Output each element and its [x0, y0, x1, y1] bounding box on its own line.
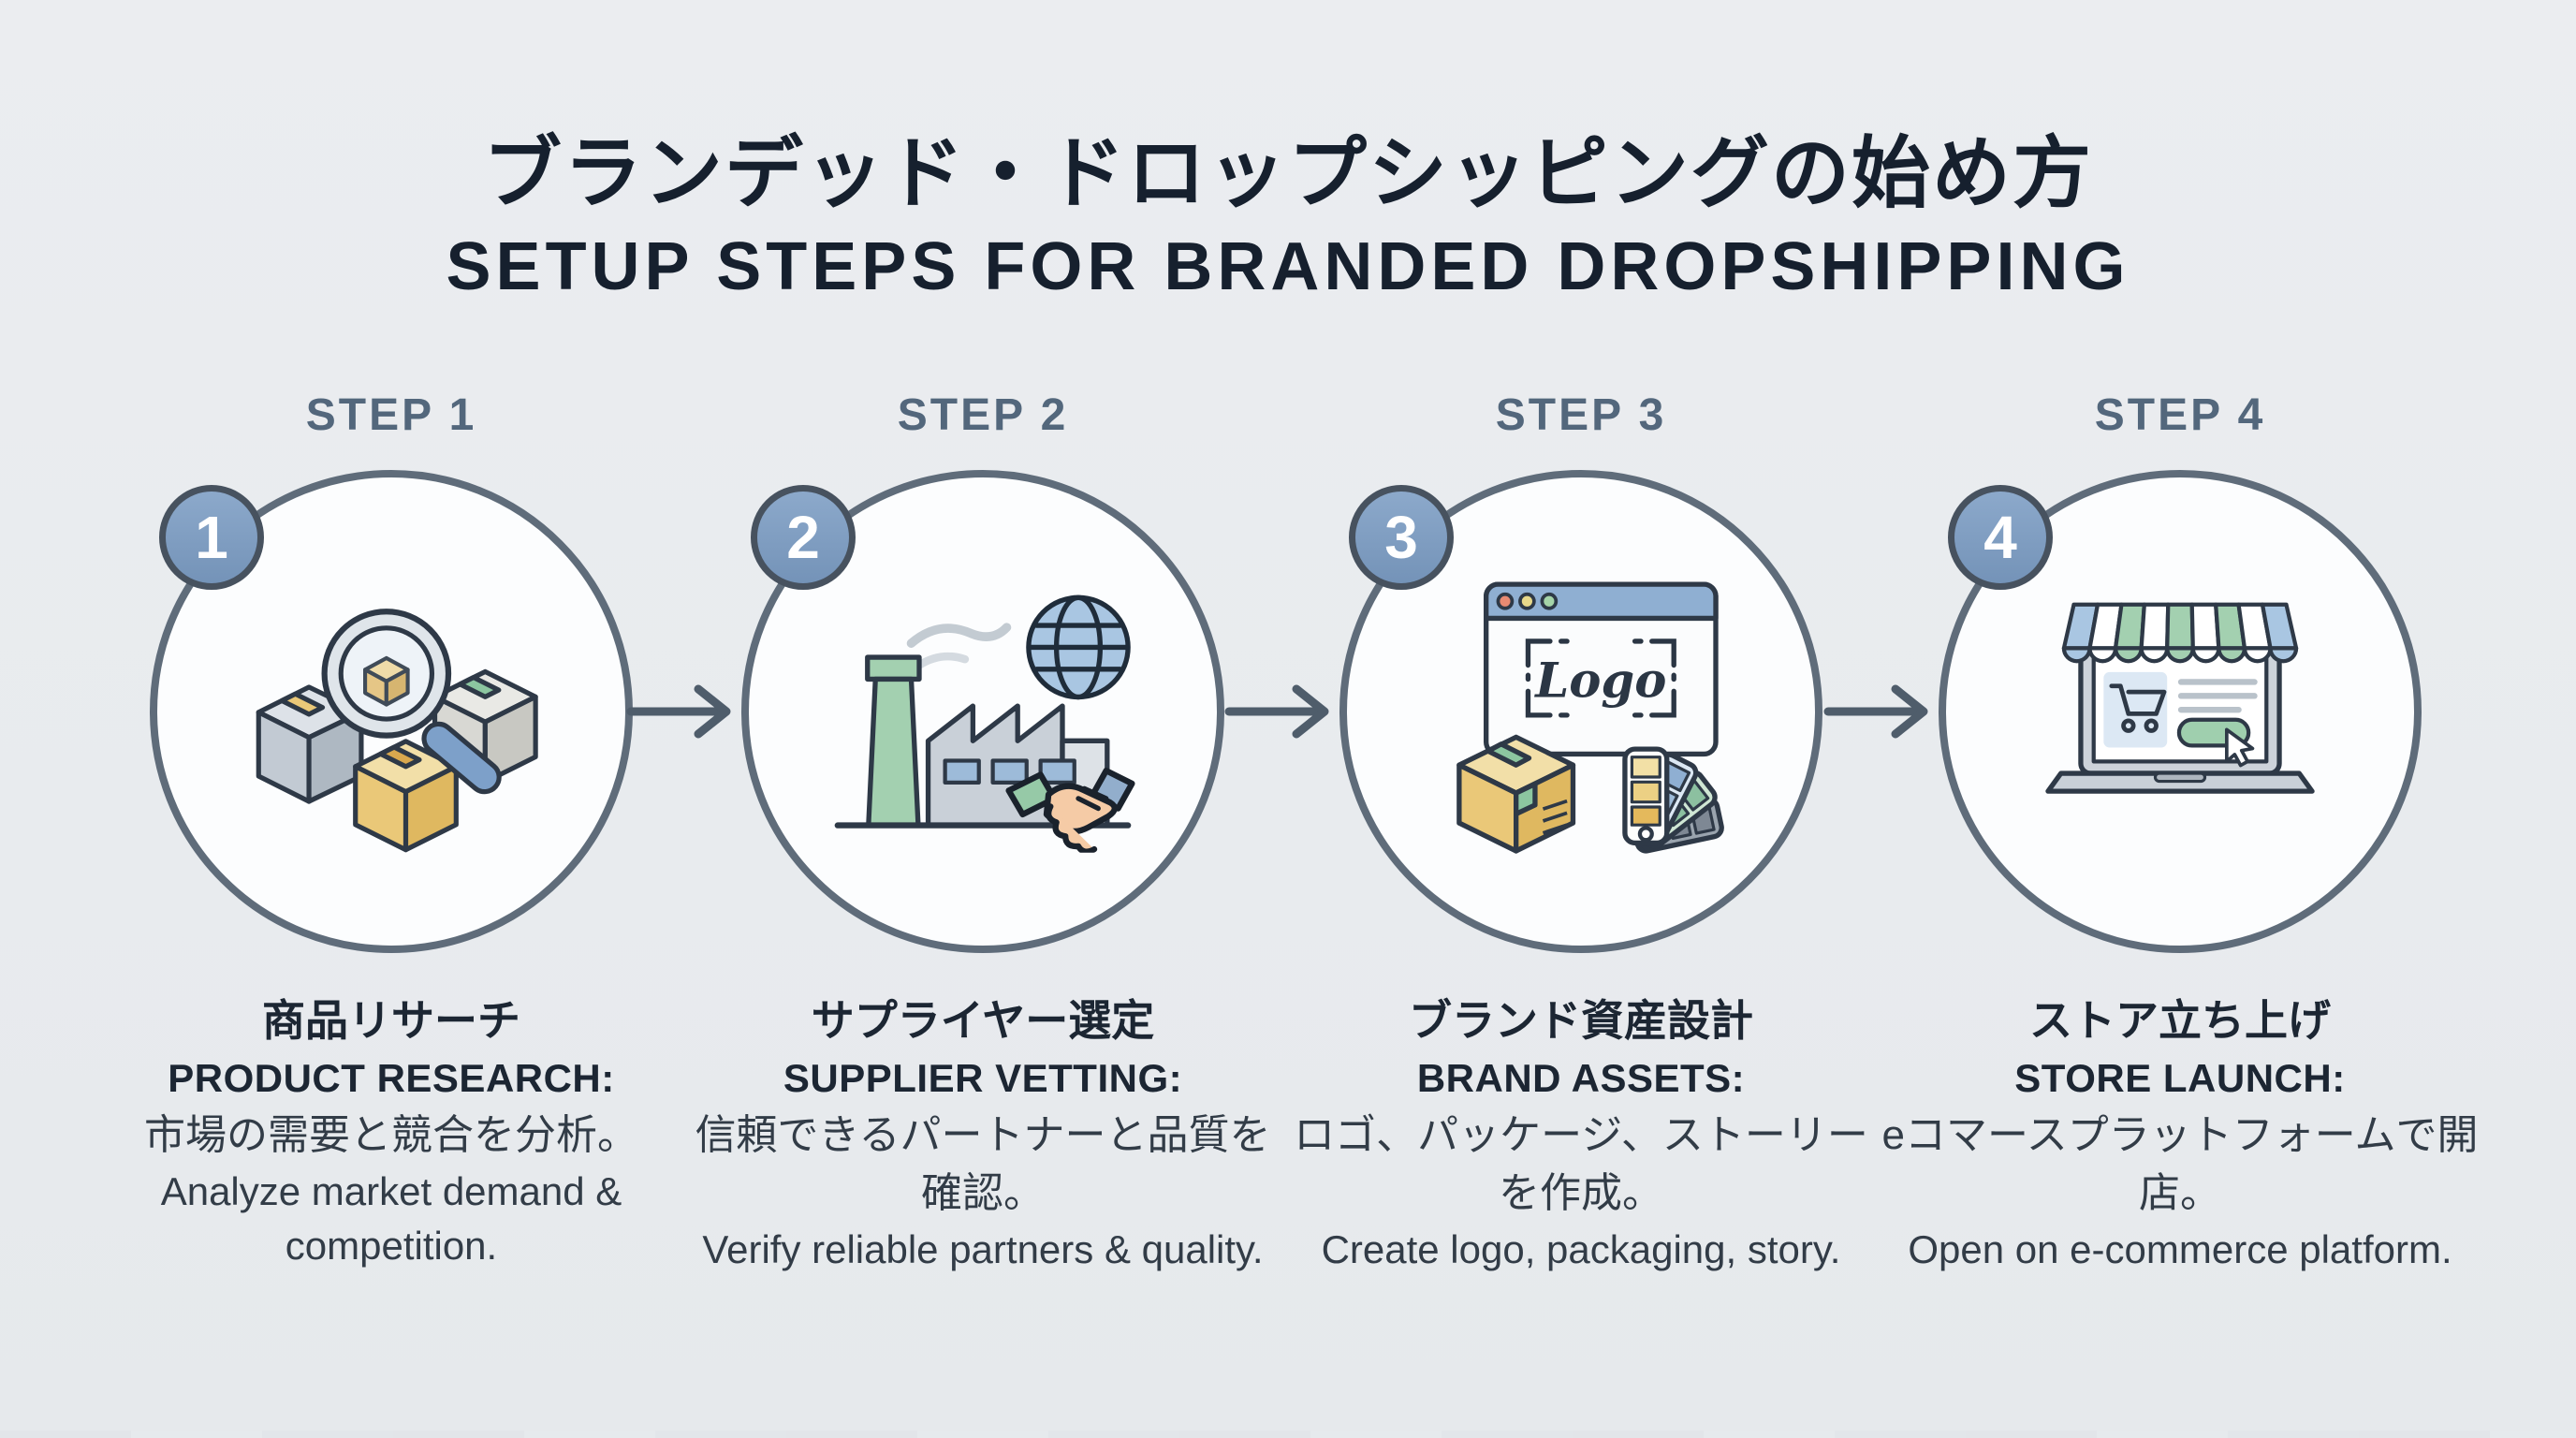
step-2-heading-en: SUPPLIER VETTING:: [783, 1056, 1183, 1100]
step-1-heading-jp: 商品リサーチ: [262, 996, 520, 1045]
step-2-label: STEP 2: [897, 390, 1069, 440]
browser-logo-box-swatches-icon: Logo: [1456, 581, 1724, 854]
step-3-circle: 3 Logo: [1339, 470, 1822, 953]
step-2-column: STEP 2 2: [695, 382, 1270, 1277]
step-4-body-jp: eコマースプラットフォームで開店。: [1881, 1112, 2479, 1216]
step-1-number-badge: 1: [159, 485, 264, 590]
magnifier-over-boxes-icon: [256, 609, 538, 853]
page-title-japanese: ブランデッド・ドロップシッピングの始め方: [482, 129, 2093, 217]
step-4-text: ストア立ち上げ STORE LAUNCH: eコマースプラットフォームで開店。 …: [1881, 990, 2480, 1277]
step-4-circle: 4: [1939, 470, 2422, 953]
step-3-number-badge: 3: [1349, 485, 1454, 590]
step-3-heading-en: BRAND ASSETS:: [1416, 1056, 1746, 1100]
step-3-label: STEP 3: [1495, 390, 1667, 440]
step-1-label: STEP 1: [305, 390, 477, 440]
step-1-text: 商品リサーチ PRODUCT RESEARCH: 市場の需要と競合を分析。 An…: [92, 990, 691, 1273]
step-1-body-en: Analyze market demand & competition.: [160, 1169, 622, 1268]
step-1-heading-en: PRODUCT RESEARCH:: [168, 1056, 615, 1100]
step-3-heading-jp: ブランド資産設計: [1409, 996, 1753, 1045]
step-2-body-en: Verify reliable partners & quality.: [702, 1227, 1264, 1271]
step-3-column: STEP 3 3: [1294, 382, 1868, 1277]
step-3-body-jp: ロゴ、パッケージ、ストーリーを作成。: [1294, 1112, 1868, 1216]
step-4-heading-jp: ストア立ち上げ: [2029, 996, 2331, 1045]
step-2-body-jp: 信頼できるパートナーと品質を確認。: [695, 1112, 1271, 1216]
step-4-heading-en: STORE LAUNCH:: [2014, 1056, 2346, 1100]
step-1-circle: 1: [150, 470, 633, 953]
bottom-texture-strip: [0, 1431, 2576, 1438]
factory-globe-handshake-icon: [834, 594, 1135, 853]
step-2-text: サプライヤー選定 SUPPLIER VETTING: 信頼できるパートナーと品質…: [683, 990, 1282, 1277]
step-4-body-en: Open on e-commerce platform.: [1908, 1227, 2452, 1271]
laptop-storefront-icon: [2045, 602, 2315, 794]
step-4-label: STEP 4: [2094, 390, 2266, 440]
step-4-column: STEP 4 4: [1882, 382, 2479, 1277]
step-3-text: ブランド資産設計 BRAND ASSETS: ロゴ、パッケージ、ストーリーを作成…: [1281, 990, 1881, 1277]
step-2-heading-jp: サプライヤー選定: [811, 996, 1155, 1045]
step-2-circle: 2: [741, 470, 1224, 953]
arrow-step2-to-step3: [1224, 684, 1329, 739]
step-3-body-en: Create logo, packaging, story.: [1321, 1227, 1841, 1271]
arrow-step3-to-step4: [1823, 684, 1928, 739]
step-4-number-badge: 4: [1948, 485, 2053, 590]
arrow-step1-to-step2: [626, 684, 731, 739]
step-2-number-badge: 2: [751, 485, 856, 590]
logo-placeholder-text: Logo: [1533, 653, 1666, 710]
step-1-column: STEP 1 1: [120, 382, 663, 1273]
page-title-english: SETUP STEPS FOR BRANDED DROPSHIPPING: [446, 229, 2130, 304]
step-1-body-jp: 市場の需要と競合を分析。: [144, 1112, 638, 1158]
